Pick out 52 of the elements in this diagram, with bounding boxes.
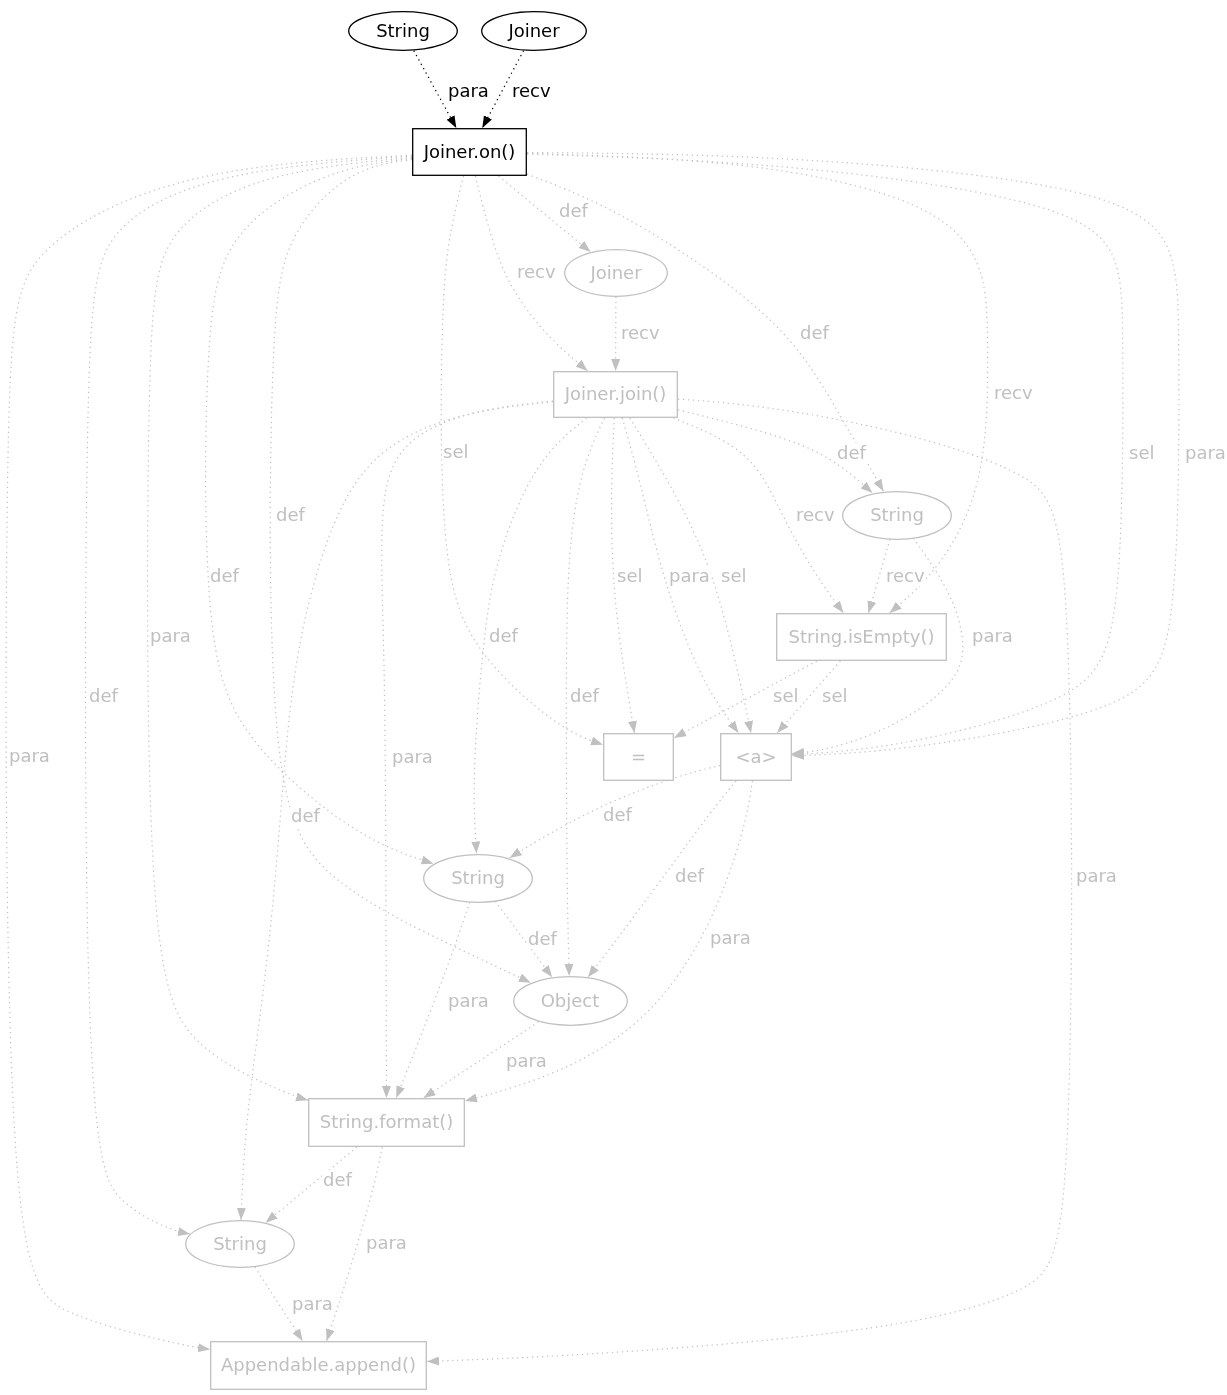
ellipse-node — [842, 490, 952, 540]
arrow — [426, 398, 1073, 1366]
node-label: Joiner.on() — [423, 141, 516, 163]
arrow — [205, 158, 435, 865]
node-label: Joiner — [508, 20, 560, 42]
arrow — [325, 1146, 383, 1342]
node-label: Joiner — [590, 262, 642, 284]
node-label: String.isEmpty() — [788, 626, 935, 648]
edge-label: def — [836, 443, 867, 463]
box-node — [553, 371, 678, 418]
arrow — [474, 175, 589, 372]
node-label: String — [451, 867, 505, 889]
arrow — [464, 780, 753, 1103]
arrow — [611, 417, 637, 734]
box-node — [308, 1098, 465, 1147]
edge-label: sel — [442, 442, 470, 462]
box-node — [776, 613, 947, 661]
node-label: String — [213, 1233, 267, 1255]
arrow — [481, 50, 525, 129]
ellipse-node — [481, 11, 587, 51]
arrow — [611, 296, 621, 372]
edge-label: def — [290, 806, 321, 826]
arrow — [587, 780, 737, 978]
arrow — [526, 173, 885, 492]
box-node — [720, 733, 792, 781]
box-node — [412, 128, 527, 176]
box-node — [210, 1341, 427, 1390]
arrow — [413, 50, 457, 129]
arrow — [254, 1266, 304, 1342]
edge-label: def — [527, 929, 558, 949]
node-label: <a> — [735, 746, 777, 768]
arrow — [440, 175, 604, 746]
ellipse-node — [185, 1220, 295, 1268]
box-node — [603, 733, 674, 781]
edge-label: para — [668, 566, 711, 586]
node-label: String — [376, 20, 430, 42]
arrow — [621, 417, 740, 734]
arrow — [867, 538, 891, 614]
ellipse-node — [348, 11, 458, 51]
ellipse-node — [423, 853, 533, 903]
arrow — [269, 159, 532, 984]
node-label: Joiner.join() — [564, 384, 667, 405]
node-label: = — [630, 746, 647, 768]
node-label: String.format() — [319, 1112, 454, 1133]
node-label: Object — [540, 990, 600, 1012]
node-label: String — [870, 504, 924, 526]
ellipse-node — [564, 249, 668, 297]
arrow — [395, 901, 471, 1099]
node-label: Appendable.append() — [220, 1355, 417, 1376]
ellipse-node — [512, 976, 628, 1026]
arrow — [564, 417, 606, 977]
arrow — [629, 417, 753, 734]
